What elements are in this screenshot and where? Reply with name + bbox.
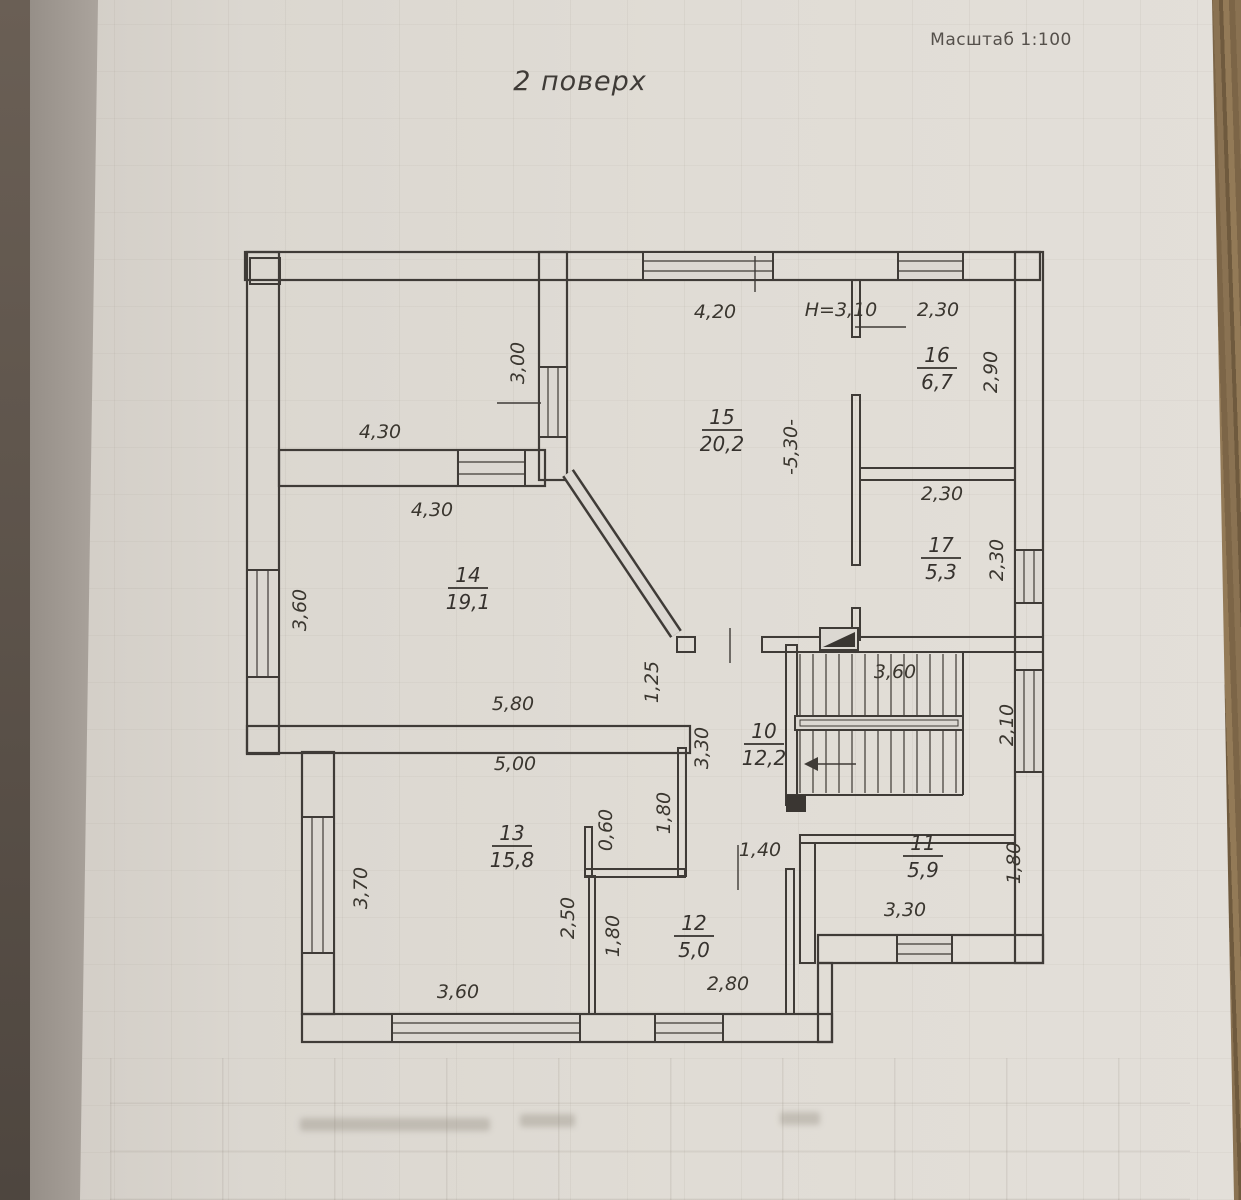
window <box>654 1013 724 1043</box>
window <box>391 1013 581 1043</box>
window <box>1014 669 1044 773</box>
stair-handrail <box>794 715 964 731</box>
stair-section-wedge <box>823 632 855 647</box>
photo-left-dark-edge <box>0 0 30 1200</box>
room-number: 13 <box>499 821 524 845</box>
dimension-label: 1,40 <box>739 839 781 861</box>
room-number: 15 <box>709 405 734 429</box>
dimension-label: 1,80 <box>1003 842 1025 884</box>
room-number: 12 <box>681 911 706 935</box>
dimension-label: 5,80 <box>492 693 534 715</box>
room-number: 16 <box>924 343 949 367</box>
room-area: 6,7 <box>921 370 953 394</box>
room-number: 11 <box>910 831 935 855</box>
dimension-label: 3,00 <box>507 342 529 384</box>
dimension-label: 2,30 <box>986 539 1008 581</box>
dimension-label: 2,10 <box>996 704 1018 746</box>
dimension-label: 2,30 <box>921 483 963 505</box>
dimension-label: 2,90 <box>980 351 1002 393</box>
staircase <box>785 627 964 812</box>
room-labels: 15 20,2 16 6,7 17 5,3 14 19,1 10 12,2 11 5,9 13 15,8 1… <box>446 343 961 962</box>
room-area: 15,8 <box>490 848 535 872</box>
dimension-label: 4,30 <box>359 421 401 443</box>
chimney-block <box>249 257 281 285</box>
bleed-through-table-grid <box>110 1058 1190 1200</box>
dimension-label: H=3,10 <box>805 299 878 321</box>
dimension-label: 1,25 <box>641 661 663 703</box>
dimension-label: 3,70 <box>350 867 372 909</box>
dimension-label: 3,60 <box>289 589 311 631</box>
dimension-label: 4,20 <box>694 301 736 323</box>
room-area: 19,1 <box>446 590 491 614</box>
bleed-through-text-smudge <box>520 1114 575 1127</box>
bleed-through-text-smudge <box>780 1112 820 1125</box>
room-area: 5,9 <box>907 858 939 882</box>
dimension-label: -5,30- <box>780 419 802 475</box>
window <box>896 934 953 964</box>
window <box>642 251 774 281</box>
room-area: 20,2 <box>700 432 745 456</box>
room-area: 5,3 <box>925 560 957 584</box>
dimension-label: 3,60 <box>874 661 916 683</box>
dimension-label: 3,30 <box>691 727 713 769</box>
dimension-labels: 4,20 H=3,10 2,30 4,30 4,30 2,30 3,60 5,80 5,00 1,… <box>289 299 1025 1003</box>
dimension-label: 0,60 <box>595 809 617 851</box>
dimension-label: 3,60 <box>437 981 479 1003</box>
dimension-label: 1,80 <box>602 915 624 957</box>
dimension-label: 3,30 <box>884 899 926 921</box>
floor-title: 2 поверх <box>513 66 647 97</box>
window <box>457 449 526 487</box>
window <box>897 251 964 281</box>
window <box>538 366 568 438</box>
room-area: 12,2 <box>742 746 787 770</box>
stair-arrow-head <box>804 757 818 771</box>
windows <box>246 251 1044 1043</box>
room-number: 14 <box>455 563 480 587</box>
dimension-label: 5,00 <box>494 753 536 775</box>
window <box>246 569 280 678</box>
window <box>1014 549 1044 604</box>
room-area: 5,0 <box>678 938 710 962</box>
stair-newel-block <box>786 795 806 812</box>
bleed-through-text-smudge <box>300 1118 490 1131</box>
window <box>301 816 335 954</box>
scale-label: Масштаб 1:100 <box>930 30 1072 50</box>
dimension-label: 2,30 <box>917 299 959 321</box>
dimension-label: 2,50 <box>557 897 579 939</box>
dimension-label: 4,30 <box>411 499 453 521</box>
dimension-ticks <box>497 256 906 890</box>
dimension-label: 2,80 <box>707 973 749 995</box>
dimension-label: 1,80 <box>653 792 675 834</box>
room-number: 17 <box>928 533 954 557</box>
diagonal-wall-core <box>564 470 680 637</box>
room-number: 10 <box>751 719 776 743</box>
stair-handrail-inner <box>799 719 959 727</box>
